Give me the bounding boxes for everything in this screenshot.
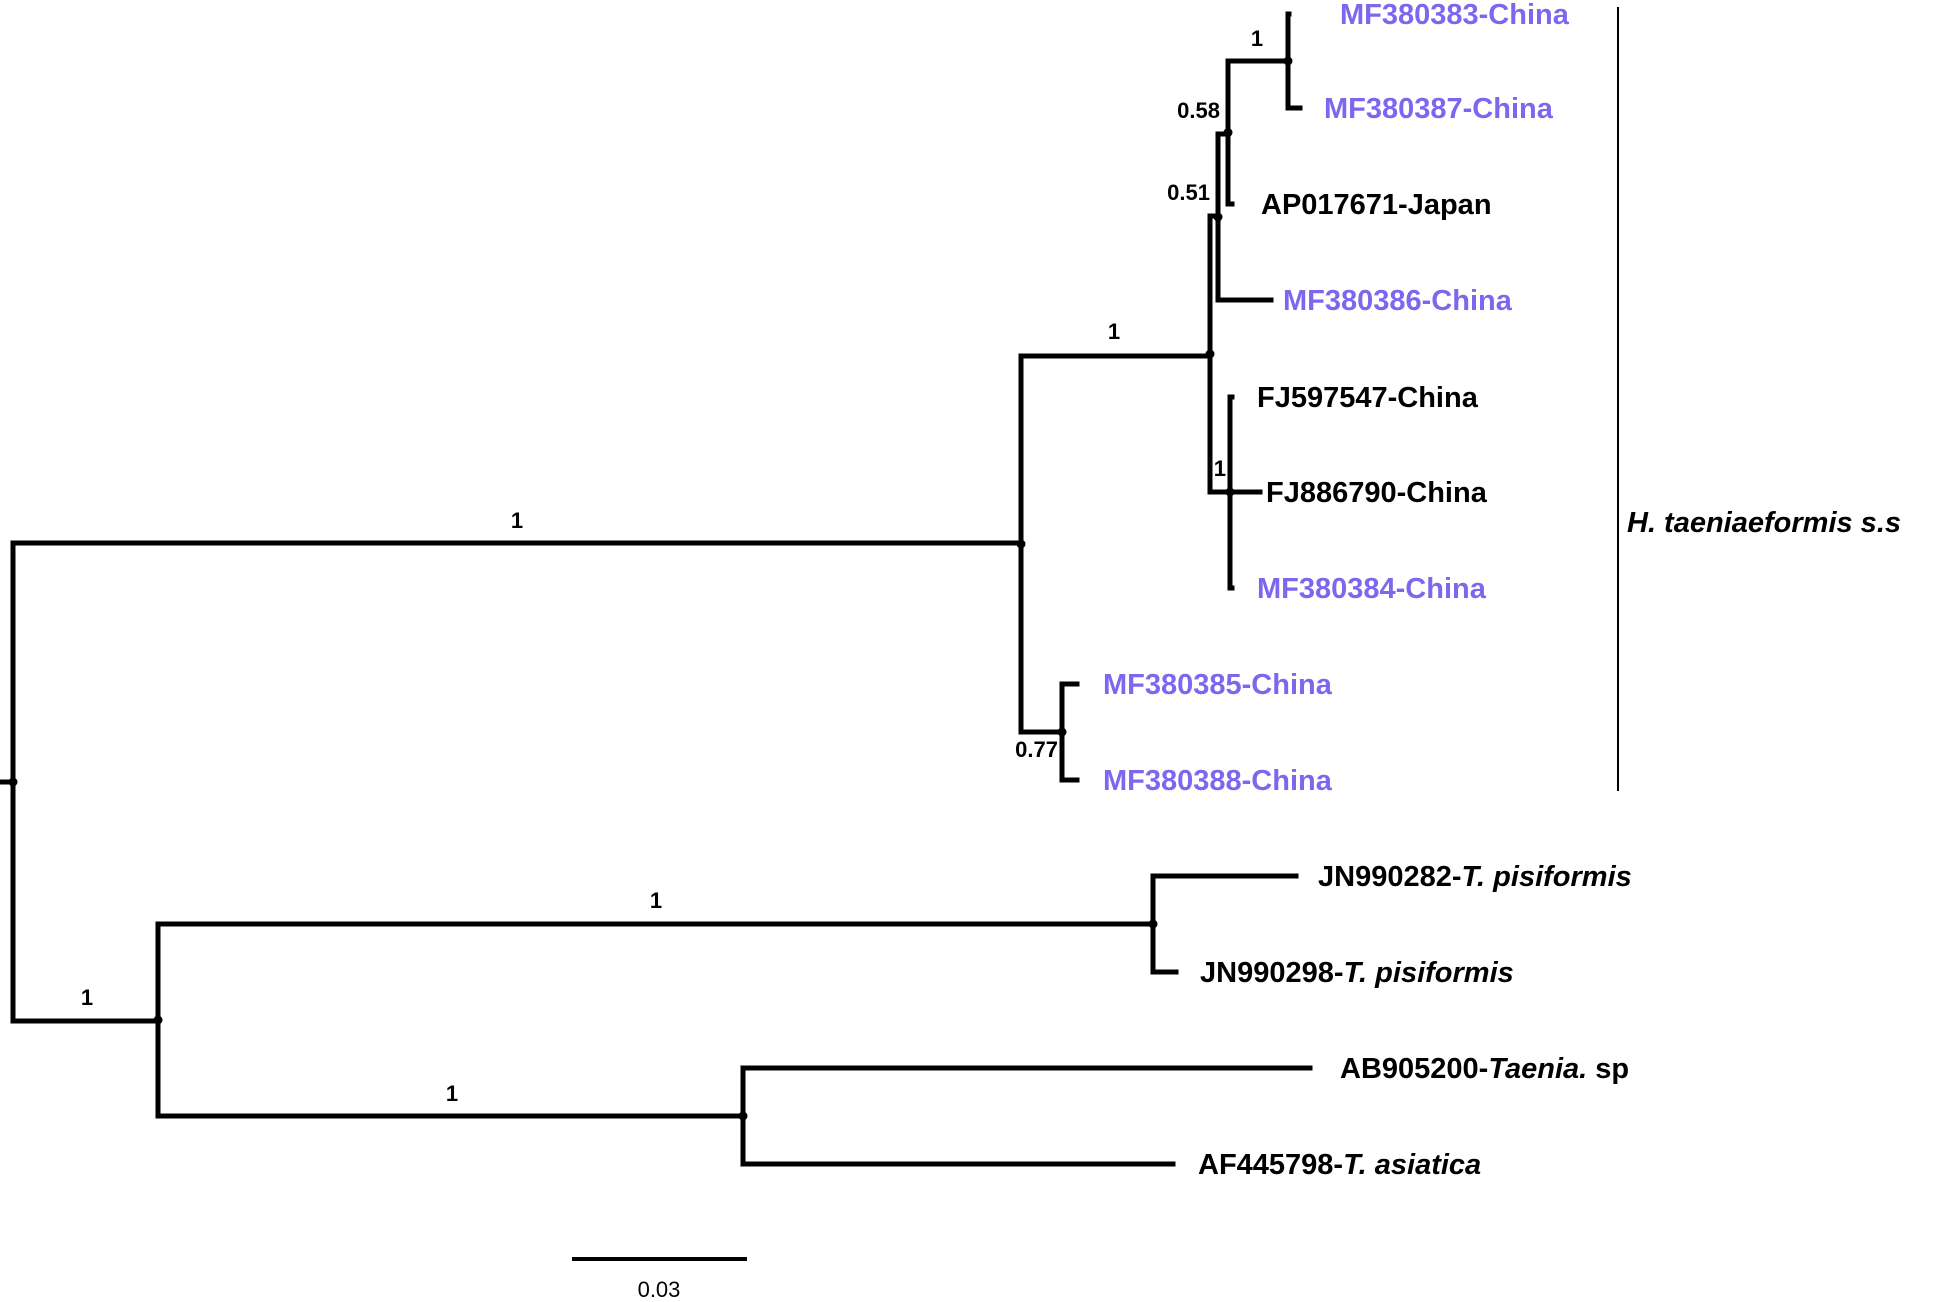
taxon-label-part: FJ886790-China [1266,477,1488,509]
taxon-label: MF380383-China [1340,0,1570,31]
taxon-label-part: MF380383-China [1340,0,1570,31]
taxon-label-part: AB905200- [1340,1053,1488,1085]
clade-label: H. taeniaeformis s.s [1627,507,1901,539]
support-value: 1 [446,1081,458,1106]
taxon-label: AP017671-Japan [1261,189,1492,221]
taxon-label-part: MF380386-China [1283,285,1513,317]
tree-node [1225,487,1235,497]
taxon-label: MF380388-China [1103,765,1333,797]
support-value: 1 [1251,26,1263,51]
tree-node [1213,212,1223,222]
support-value: 0.51 [1167,180,1210,205]
tree-nodes [8,56,1293,1121]
tree-node [153,1015,163,1025]
tree-node [1148,919,1158,929]
taxon-label-part: MF380388-China [1103,765,1333,797]
support-value: 1 [650,888,662,913]
taxon-label-part: MF380385-China [1103,669,1333,701]
taxon-label: JN990282-T. pisiformis [1318,861,1632,893]
tree-branches [0,11,1313,1167]
tree-node [8,777,18,787]
scale-bar-label: 0.03 [638,1277,681,1302]
taxon-label: MF380386-China [1283,285,1513,317]
taxon-label: FJ597547-China [1257,382,1479,414]
taxon-label-part: FJ597547-China [1257,382,1479,414]
taxon-label: MF380384-China [1257,573,1487,605]
taxon-label: AF445798-T. asiatica [1198,1149,1481,1181]
tree-node [1057,727,1067,737]
taxon-label-part: T. pisiformis [1462,861,1632,893]
tree-node [1205,349,1215,359]
taxon-label: FJ886790-China [1266,477,1488,509]
taxon-label-part: JN990282- [1318,861,1462,893]
tree-node [1016,539,1026,549]
taxon-label-part: MF380384-China [1257,573,1487,605]
support-value: 1 [81,985,93,1010]
taxon-label-part: Taenia. [1488,1053,1587,1085]
support-value: 1 [1108,319,1120,344]
taxon-label-part: AF445798- [1198,1149,1343,1181]
taxon-label-part: T. asiatica [1343,1149,1481,1181]
taxon-label: JN990298-T. pisiformis [1200,957,1514,989]
taxon-label-part: sp [1587,1053,1629,1085]
taxon-label: AB905200-Taenia. sp [1340,1053,1629,1085]
taxon-label-part: JN990298- [1200,957,1344,989]
taxon-label-part: MF380387-China [1324,93,1554,125]
tree-node [738,1111,748,1121]
taxon-labels: MF380383-ChinaMF380387-ChinaAP017671-Jap… [1103,0,1632,1181]
support-value: 1 [1214,456,1226,481]
support-value: 1 [511,508,523,533]
taxon-label-part: AP017671-Japan [1261,189,1492,221]
taxon-label-part: T. pisiformis [1344,957,1514,989]
taxon-label: MF380385-China [1103,669,1333,701]
tree-node [1223,128,1233,137]
taxon-label: MF380387-China [1324,93,1554,125]
support-value: 0.77 [1015,737,1058,762]
support-value: 0.58 [1177,98,1220,123]
tree-node [1283,56,1293,66]
